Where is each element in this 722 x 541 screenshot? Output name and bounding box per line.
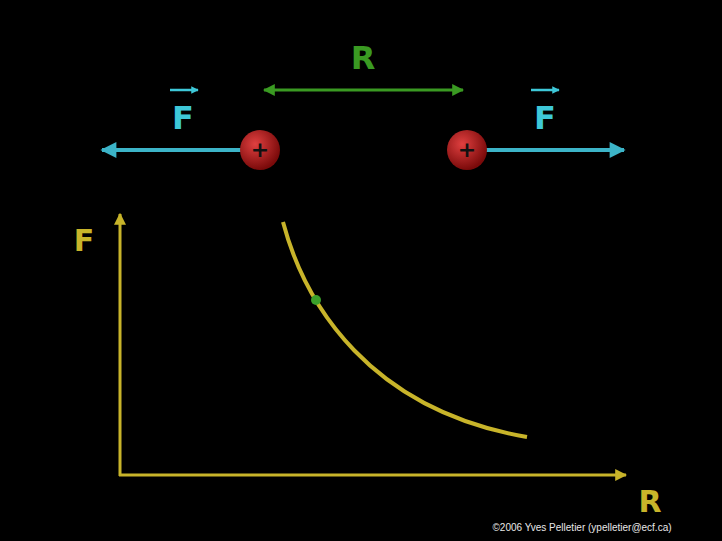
vector-sign — [531, 89, 559, 92]
axis-label: R — [638, 487, 661, 517]
force-arrow — [485, 148, 624, 152]
charge-sphere: + — [240, 130, 280, 170]
force-label: F — [172, 102, 194, 134]
axis-label: F — [74, 226, 95, 256]
x-axis — [119, 474, 626, 477]
force-label: F — [534, 102, 556, 134]
copyright-note: ©2006 Yves Pelletier (ypelletier@ecf.ca) — [492, 523, 671, 533]
vector-sign — [170, 89, 198, 92]
charge-sign: + — [251, 139, 269, 161]
distance-arrow — [264, 89, 463, 92]
force-curve — [283, 222, 527, 437]
charge-sign: + — [458, 139, 476, 161]
distance-label: R — [351, 42, 376, 74]
force-arrow — [102, 148, 242, 152]
charge-sphere: + — [447, 130, 487, 170]
y-axis — [119, 214, 122, 476]
curve-point — [311, 295, 321, 305]
